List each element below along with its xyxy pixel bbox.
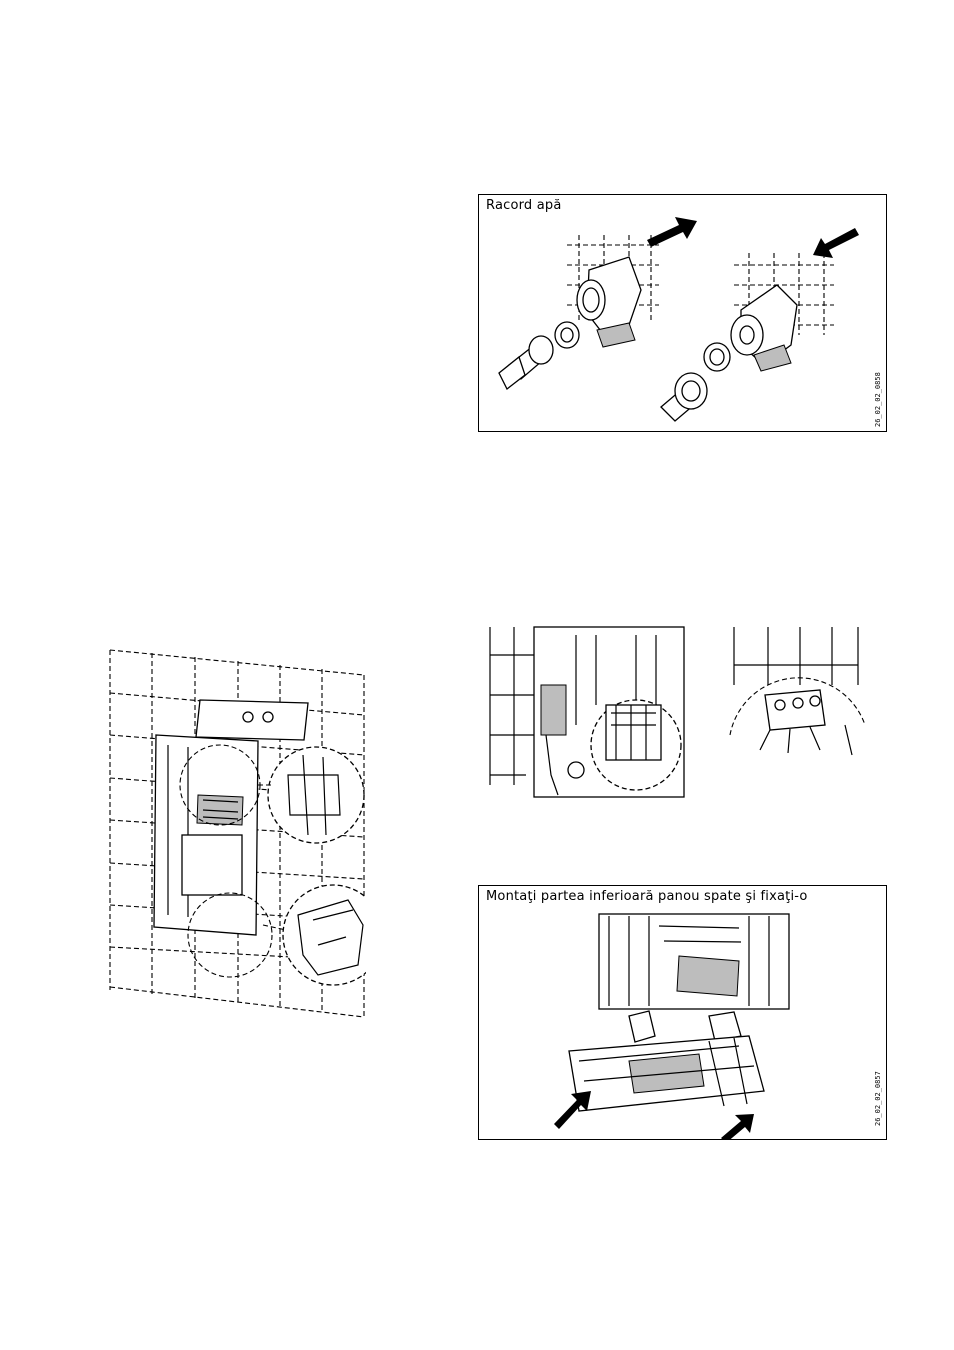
figure-code: 26_02_02_0858 — [874, 372, 882, 427]
back-panel-illustration — [479, 886, 886, 1139]
figure-caption: Montaţi partea inferioară panou spate şi… — [486, 889, 808, 904]
water-connection-illustration — [479, 195, 886, 431]
figure-code: 26_02_02_0857 — [874, 1071, 882, 1126]
figure-appliance-on-wall — [108, 645, 366, 1020]
appliance-wall-illustration — [108, 645, 366, 1020]
figure-water-connection: Racord apă 26_02_02_0858 — [478, 194, 887, 432]
figure-mount-back-panel: Montaţi partea inferioară panou spate şi… — [478, 885, 887, 1140]
electrical-connection-illustration — [486, 625, 686, 800]
figure-electrical-connection — [486, 625, 686, 800]
figure-terminal-detail — [720, 625, 870, 765]
terminal-detail-illustration — [720, 625, 870, 765]
figure-caption: Racord apă — [486, 198, 562, 213]
